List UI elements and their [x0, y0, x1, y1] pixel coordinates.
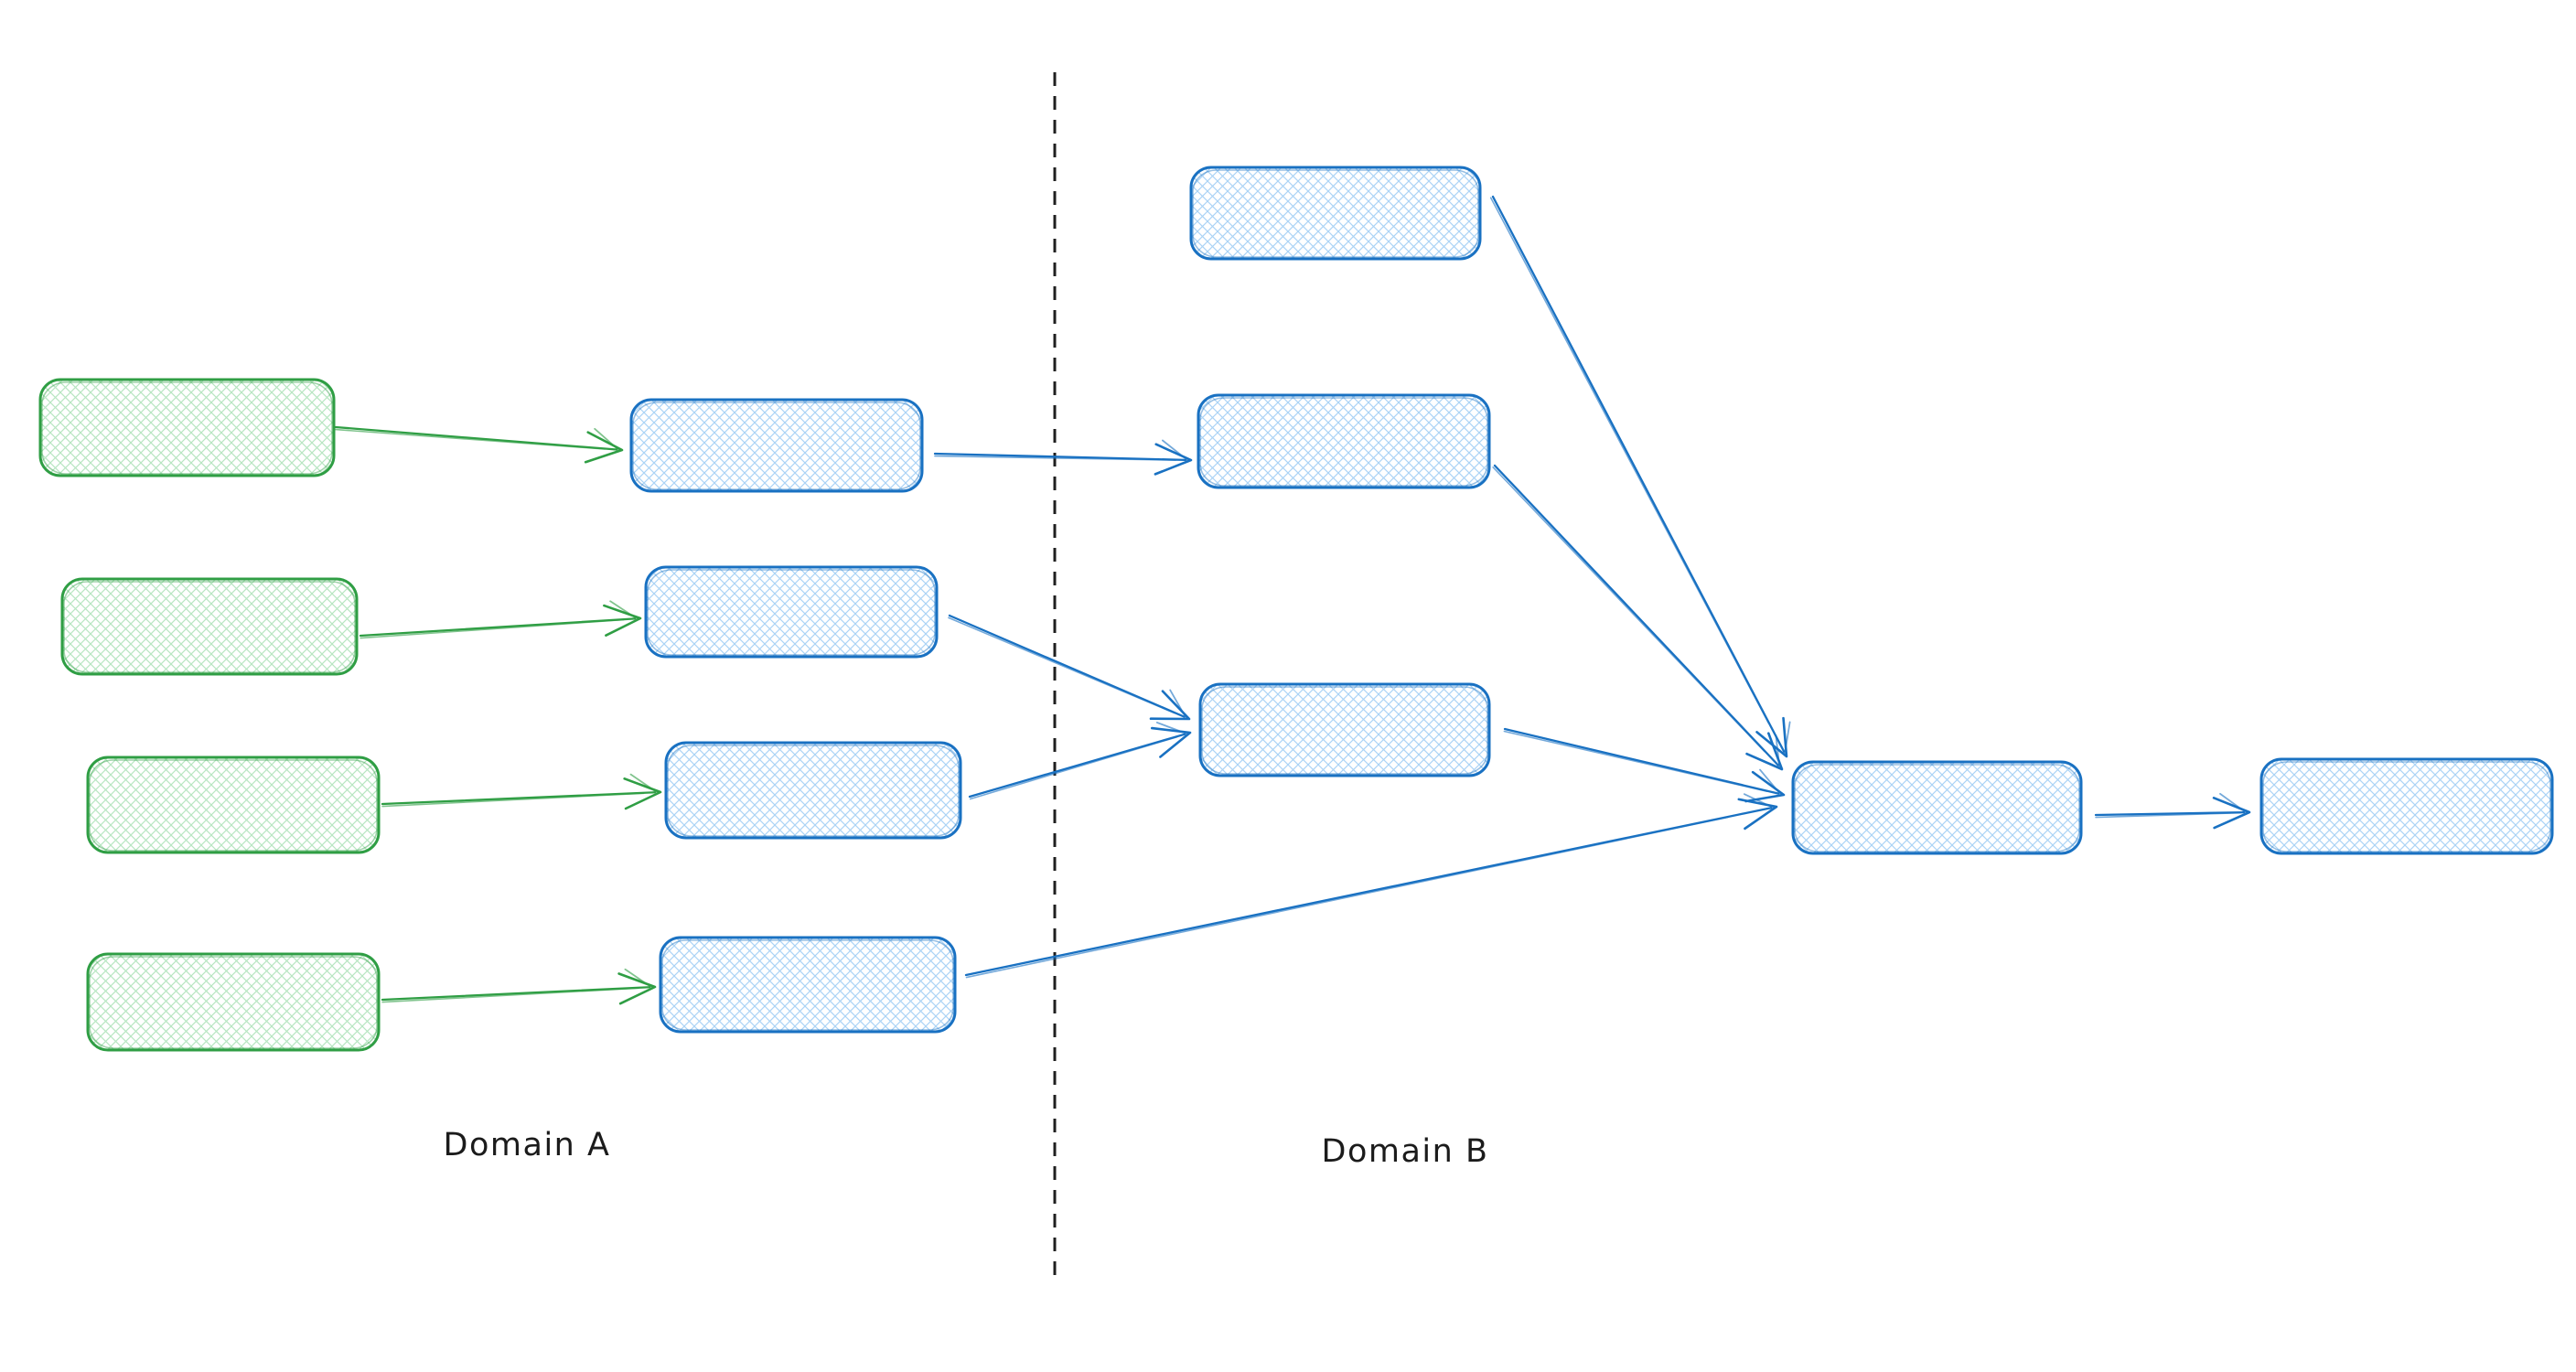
node-a2-rect[interactable] — [60, 577, 359, 676]
node-b4-sketch-echo — [661, 939, 954, 1031]
edge-b3-c3-arrowhead-echo — [1155, 722, 1188, 735]
node-a2-box[interactable] — [60, 577, 359, 676]
edge-b2-c3-arrowhead — [1149, 690, 1191, 721]
node-d1-box[interactable] — [1791, 760, 2083, 855]
edge-a1-b1-shaft — [334, 425, 618, 451]
edge-b1-c2-shaft — [933, 452, 1187, 462]
edge-a4-b4-arrowhead-echo — [624, 968, 652, 989]
node-b1-sketch-echo — [632, 402, 921, 490]
node-c3-box[interactable] — [1198, 682, 1491, 777]
edge-b1-c2-arrow[interactable] — [933, 439, 1193, 476]
node-b3-sketch-echo — [667, 745, 960, 837]
edge-a3-b3-arrowhead-echo — [629, 773, 658, 794]
edge-b2-c3-arrow[interactable] — [948, 614, 1191, 721]
node-a1-sketch-echo — [41, 381, 333, 475]
domain-a-label[interactable]: Domain A — [444, 1127, 611, 1163]
node-d1-sketch-echo — [1794, 764, 2080, 852]
node-a3-rect[interactable] — [86, 756, 381, 854]
edge-b2-c3-shaft — [948, 614, 1186, 718]
edge-c3-d1-shaft — [1503, 727, 1780, 795]
edge-d1-e1-shaft — [2094, 810, 2246, 817]
edge-c2-d1-arrow[interactable] — [1492, 464, 1784, 771]
node-c1-box[interactable] — [1189, 166, 1482, 261]
edge-b3-c3-shaft — [968, 733, 1186, 799]
node-c3-sketch-echo — [1201, 686, 1488, 775]
node-b1-box[interactable] — [629, 398, 924, 493]
node-a1-rect[interactable] — [38, 378, 336, 477]
edge-c2-d1-arrowhead — [1745, 732, 1784, 771]
edge-a2-b2-shaft — [359, 617, 637, 638]
node-c2-rect[interactable] — [1197, 393, 1491, 489]
node-a4-sketch-echo — [89, 956, 378, 1049]
node-c1-rect[interactable] — [1189, 166, 1482, 261]
edge-b3-c3-arrow[interactable] — [968, 722, 1192, 800]
edge-d1-e1-arrowhead — [2212, 797, 2251, 830]
edge-a2-b2-arrow[interactable] — [359, 600, 642, 639]
edge-a2-b2-arrowhead — [603, 604, 642, 638]
node-a2-sketch-echo — [63, 581, 356, 673]
node-c2-box[interactable] — [1197, 393, 1491, 489]
edge-b4-d1-arrowhead-echo — [1743, 793, 1774, 809]
edge-b2-c3-arrowhead-echo — [1169, 689, 1187, 719]
node-b4-rect[interactable] — [659, 936, 957, 1034]
node-b1-rect[interactable] — [629, 398, 924, 493]
edge-a1-b1-arrow[interactable] — [334, 425, 624, 464]
edge-c2-d1-shaft — [1493, 464, 1780, 766]
edge-a4-b4-shaft — [381, 986, 651, 1002]
edge-a1-b1-arrowhead — [584, 431, 624, 464]
edge-c1-d1-arrowhead-echo — [1784, 721, 1791, 755]
node-b3-rect[interactable] — [664, 741, 962, 840]
edge-a4-b4-arrowhead — [617, 972, 657, 1005]
node-e1-rect[interactable] — [2259, 757, 2554, 855]
edge-a2-b2-arrowhead-echo — [609, 600, 638, 620]
edge-b3-c3-arrowhead — [1150, 726, 1192, 758]
edge-b1-c2-arrowhead-echo — [1162, 439, 1188, 461]
edge-c2-d1-arrowhead-echo — [1775, 734, 1781, 767]
node-a1-box[interactable] — [38, 378, 336, 477]
node-a4-rect[interactable] — [86, 952, 381, 1052]
edge-a3-b3-arrow[interactable] — [381, 773, 662, 810]
node-c2-sketch-echo — [1199, 397, 1488, 487]
domain-b-label[interactable]: Domain B — [1322, 1133, 1489, 1170]
node-e1-box[interactable] — [2259, 757, 2554, 855]
node-b2-rect[interactable] — [644, 565, 939, 659]
node-b4-box[interactable] — [659, 936, 957, 1034]
edge-c1-d1-arrow[interactable] — [1489, 195, 1791, 758]
node-a4-box[interactable] — [86, 952, 381, 1052]
edge-d1-e1-arrowhead-echo — [2219, 792, 2247, 813]
edge-b4-d1-arrowhead — [1737, 798, 1778, 831]
edge-b1-c2-arrowhead — [1154, 443, 1193, 476]
edge-a3-b3-arrowhead — [623, 777, 662, 810]
node-d1-rect[interactable] — [1791, 760, 2083, 855]
node-b2-box[interactable] — [644, 565, 939, 659]
node-c3-rect[interactable] — [1198, 682, 1491, 777]
node-b2-sketch-echo — [647, 569, 936, 656]
edge-c3-d1-arrow[interactable] — [1503, 727, 1786, 803]
node-e1-sketch-echo — [2262, 761, 2551, 852]
node-a3-sketch-echo — [89, 759, 378, 852]
edge-a1-b1-arrowhead-echo — [594, 427, 619, 451]
edge-c3-d1-arrowhead — [1744, 770, 1786, 803]
edge-a4-b4-arrow[interactable] — [381, 968, 657, 1005]
node-c1-sketch-echo — [1192, 169, 1479, 258]
edge-d1-e1-arrow[interactable] — [2094, 792, 2251, 830]
node-b3-box[interactable] — [664, 741, 962, 840]
edge-a3-b3-shaft — [381, 791, 657, 806]
edge-b4-d1-arrow[interactable] — [964, 793, 1778, 979]
edge-c3-d1-arrowhead-echo — [1759, 768, 1782, 795]
edge-b4-d1-shaft — [964, 807, 1773, 977]
edge-c1-d1-shaft — [1491, 195, 1786, 753]
node-a3-box[interactable] — [86, 756, 381, 854]
edge-c1-d1-arrowhead — [1755, 716, 1788, 758]
